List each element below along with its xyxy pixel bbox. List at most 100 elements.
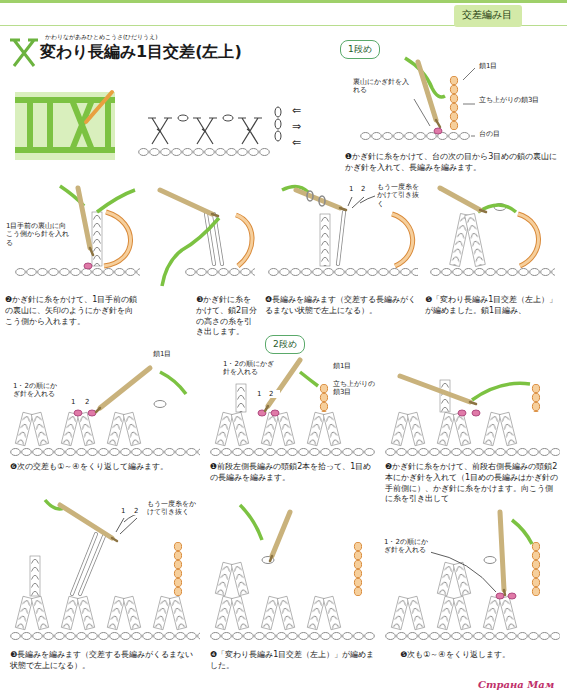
step-illustration-part-part <box>352 542 362 596</box>
step-illustration-part <box>160 190 212 214</box>
swatch-photo-part <box>86 92 112 122</box>
step-illustration-part <box>212 214 218 216</box>
step-illustration-part-part <box>15 266 140 278</box>
callout-label: 2 <box>360 185 372 193</box>
stitch-chart-part <box>148 118 262 144</box>
step-illustration-part <box>10 630 200 640</box>
step-caption: ❷かぎ針に糸をかけて、前段右側長編みの頭鎖2本にかぎ針を入れて（1目めの長編みは… <box>385 462 560 505</box>
step-illustration-part <box>88 410 96 416</box>
callout-label: 1・2の順にかぎ針を入れる <box>12 382 64 399</box>
callout-label: 裏山にかぎ針を入れる <box>352 78 414 95</box>
callout-label: 1 <box>256 390 268 398</box>
step-illustration-part-part <box>268 266 418 278</box>
step-caption: ❺次も①～④をくり返します。 <box>400 650 510 661</box>
node-text: 2段め <box>273 338 297 351</box>
step-illustration-part <box>236 384 246 412</box>
step-illustration-part <box>360 130 470 142</box>
step-illustration-part <box>437 412 470 445</box>
step-illustration-part <box>265 406 268 411</box>
step-illustration <box>160 190 255 286</box>
step-illustration-part <box>496 593 504 599</box>
step-illustration-part <box>518 214 539 266</box>
step-illustration-part <box>512 520 532 544</box>
step-illustration-part <box>437 562 470 595</box>
stitch-chart-part <box>275 119 281 129</box>
step-illustration-part-part <box>10 630 200 640</box>
callout-label: かわりながあみひとめこうさ(ひだりうえ) <box>44 33 266 40</box>
node-text: 1段め <box>348 43 372 56</box>
step-illustration-part <box>10 446 200 456</box>
step-illustration-part <box>236 215 252 266</box>
step-illustration-part <box>300 372 318 386</box>
step-illustration-part-part <box>430 266 555 278</box>
step-illustration-part <box>104 212 131 266</box>
step-illustration <box>385 376 560 456</box>
stitch-chart-part <box>275 131 281 141</box>
stitch-chart-part <box>138 146 270 158</box>
callout-label: 立ち上がりの鎖3目 <box>332 380 376 397</box>
callout-label: 鎖1目 <box>152 350 194 358</box>
step-illustration-part <box>104 212 131 266</box>
step-illustration-part <box>436 120 440 127</box>
step-illustration-part <box>172 542 182 596</box>
page-title: 変わり長編み1目交差(左上) <box>40 42 242 63</box>
callout-label: もう一度糸をかけて引き抜く <box>376 183 424 208</box>
step-illustration-part <box>271 410 279 416</box>
step-illustration-part <box>262 557 274 564</box>
step-illustration-part <box>112 538 117 541</box>
step-illustration-part <box>437 596 470 629</box>
step-caption: ❸かぎ針に糸をかけて、鎖2目分の高さの糸を引き出します。 <box>196 295 258 338</box>
title-icon-part <box>10 40 38 66</box>
stitch-chart-part <box>223 115 233 121</box>
step-illustration-part <box>96 408 100 412</box>
step-illustration-part-part <box>92 212 102 266</box>
step-illustration-part <box>296 190 340 208</box>
step-illustration-part <box>30 556 40 596</box>
step-illustration-part-part <box>360 130 470 142</box>
step-illustration-part <box>162 218 219 286</box>
step-illustration-part <box>500 512 504 590</box>
step-illustration-part <box>470 402 476 404</box>
step-caption: ❷かぎ針に糸をかけて、1目手前の鎖の裏山に、矢印のようにかぎ針を向こう側から入れ… <box>5 295 140 327</box>
step-illustration-part <box>458 410 466 416</box>
step-illustration-part <box>107 596 140 629</box>
step-illustration-part <box>307 596 340 629</box>
step-illustration-part <box>100 368 150 408</box>
callout-label: 2 <box>133 507 145 515</box>
step-illustration-part <box>530 542 540 596</box>
step-caption: ❺「変わり長編み1目交差（左上）」が編めました。鎖1目編み、 <box>425 295 560 317</box>
step-illustration-part <box>61 596 94 629</box>
step-illustration-part <box>270 556 272 561</box>
step-illustration-part <box>504 590 505 595</box>
step-illustration-part <box>392 214 413 266</box>
step-illustration-part-part <box>210 630 375 640</box>
step-caption: ❹長編みを編みます（交差する長編みがくるまない状態で左上になる）。 <box>265 295 417 317</box>
step-illustration-part <box>319 196 325 206</box>
step-illustration-part <box>430 266 555 278</box>
step-illustration-part-part <box>236 384 246 412</box>
step-illustration-part <box>268 266 418 278</box>
row-tab: 2段め <box>265 335 305 354</box>
step-illustration-part-part <box>185 266 255 278</box>
step-illustration-part <box>448 76 460 130</box>
step-illustration-part <box>107 412 140 445</box>
step-caption: ❸長編みを編みます（交差する長編みがくるまない状態で左上になる）。 <box>10 650 200 672</box>
step-illustration-part <box>236 215 252 266</box>
step-illustration-part-part <box>385 630 560 640</box>
step-illustration-part <box>15 266 140 278</box>
step-illustration-part-part <box>30 556 40 596</box>
step-illustration-part-part <box>320 214 330 266</box>
step-illustration-part <box>215 412 248 445</box>
step-illustration-part <box>400 376 470 402</box>
step-illustration-part <box>153 596 186 629</box>
step-illustration-part <box>483 412 516 445</box>
row-tab: 1段め <box>340 40 380 59</box>
callout-label: 2 <box>84 398 96 406</box>
direction-arrow: ⇐ <box>292 137 301 148</box>
callout-label: 立ち上がりの鎖3目 <box>478 96 542 104</box>
step-illustration-part <box>307 191 313 201</box>
callout-label: 1目手前の裏山に向こう側から針を入れる <box>5 222 71 247</box>
step-illustration <box>385 512 560 640</box>
step-illustration-part <box>430 552 496 592</box>
step-illustration-part <box>348 196 375 208</box>
